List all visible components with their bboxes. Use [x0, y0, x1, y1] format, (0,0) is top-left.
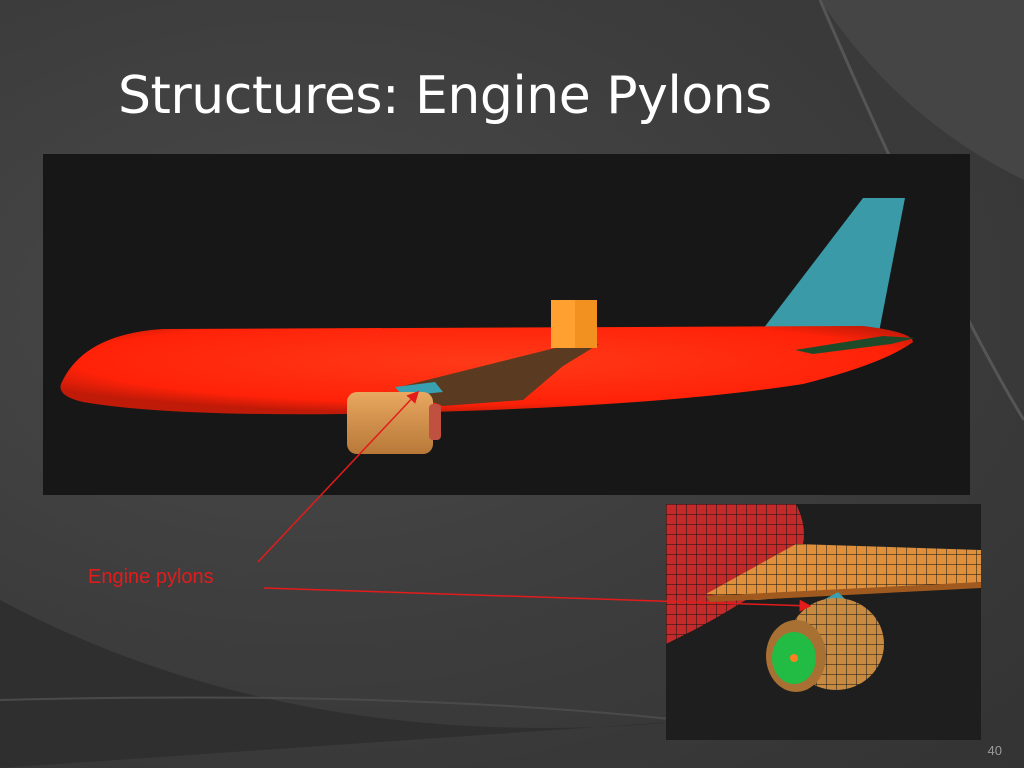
horizontal-stabilizer — [795, 336, 915, 354]
wing — [395, 344, 599, 406]
slide-title: Structures: Engine Pylons — [118, 66, 772, 126]
engine-nacelle — [347, 392, 433, 454]
tail-fin — [763, 198, 905, 332]
page-number: 40 — [987, 743, 1002, 758]
engine-pylons-callout: Engine pylons — [88, 566, 214, 588]
wing-engine-mesh-closeup — [666, 504, 981, 740]
aircraft-render — [43, 154, 970, 495]
mesh-engine — [766, 598, 884, 692]
